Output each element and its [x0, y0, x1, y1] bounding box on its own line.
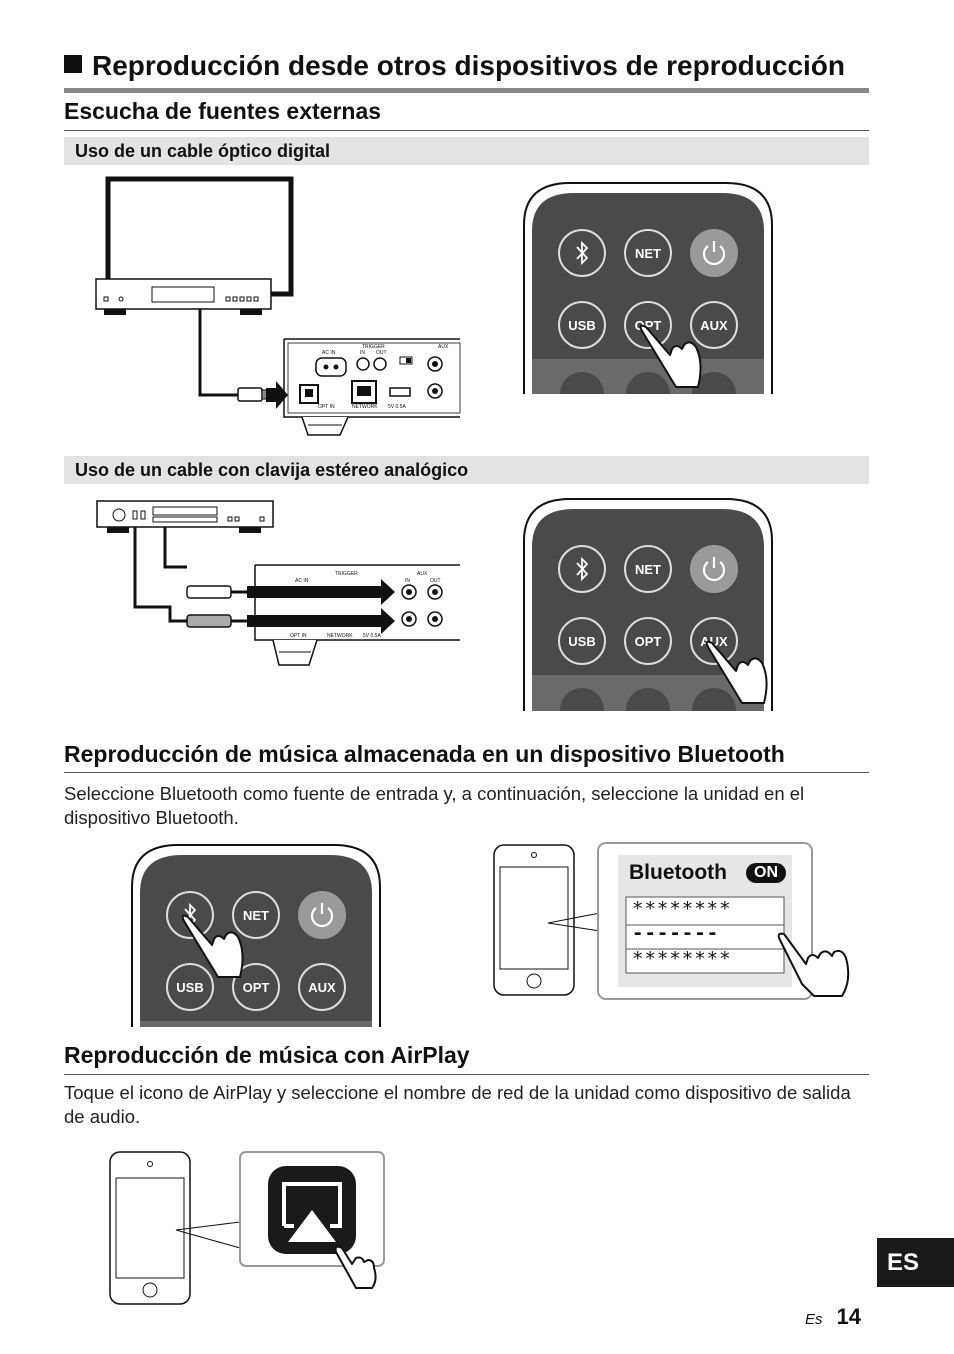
device-list-item[interactable]: ------- — [632, 922, 720, 944]
analog-connection-diagram: AC IN TRIGGER AUX IN OUT OPT IN NETWORK … — [96, 500, 460, 666]
media-player-icon — [95, 278, 272, 315]
svg-text:NET: NET — [635, 246, 661, 261]
svg-text:OUT: OUT — [430, 578, 441, 584]
svg-text:AC IN: AC IN — [295, 578, 309, 584]
heading-bluetooth: Reproducción de música almacenada en un … — [64, 741, 785, 767]
svg-text:AUX: AUX — [417, 571, 428, 577]
usb-button[interactable]: USB — [558, 301, 606, 349]
airplay-diagram — [109, 1151, 385, 1305]
svg-text:IN: IN — [360, 350, 365, 356]
page-title: Reproducción desde otros dispositivos de… — [64, 50, 845, 82]
bluetooth-toggle[interactable]: ON — [746, 863, 786, 883]
svg-text:AUX: AUX — [308, 980, 336, 995]
bluetooth-setting-label: Bluetooth — [629, 861, 727, 884]
tv-icon — [105, 176, 294, 297]
optical-connection-diagram: AC IN TRIGGER IN OUT AUX OPT IN NETWORK … — [95, 176, 461, 436]
bluetooth-button[interactable] — [558, 229, 606, 277]
power-icon — [310, 907, 334, 928]
svg-text:OUT: OUT — [376, 350, 387, 356]
svg-text:5V 0.5A: 5V 0.5A — [363, 633, 381, 639]
svg-text:OPT: OPT — [243, 980, 270, 995]
smartphone-icon — [493, 844, 575, 996]
subheading-optical: Uso de un cable óptico digital — [64, 137, 869, 165]
power-button[interactable] — [298, 891, 346, 939]
tapping-hand-icon — [777, 932, 850, 997]
tapping-hand-icon — [705, 640, 768, 704]
tapping-hand-icon — [181, 914, 244, 978]
net-button[interactable]: NET — [624, 229, 672, 277]
opt-button[interactable]: OPT — [624, 617, 672, 665]
svg-text:AUX: AUX — [700, 318, 728, 333]
usb-button[interactable]: USB — [558, 617, 606, 665]
svg-text:NET: NET — [635, 562, 661, 577]
subheading-analog: Uso de un cable con clavija estéreo anal… — [64, 456, 869, 484]
remote-control-bluetooth: NET USB OPT AUX — [131, 844, 381, 1027]
svg-text:AUX: AUX — [438, 344, 449, 350]
airplay-body: Toque el icono de AirPlay y seleccione e… — [64, 1082, 851, 1127]
bluetooth-icon — [184, 902, 197, 928]
usb-button[interactable]: USB — [166, 963, 214, 1011]
svg-text:USB: USB — [176, 980, 203, 995]
remote-control-optical: NET USB OPT AUX — [523, 182, 773, 394]
svg-text:NETWORK: NETWORK — [352, 404, 378, 410]
panel-label-ac-in: AC IN — [322, 350, 336, 356]
svg-text:NETWORK: NETWORK — [327, 633, 353, 639]
svg-text:5V 0.5A: 5V 0.5A — [388, 404, 406, 410]
svg-text:OPT IN: OPT IN — [318, 404, 335, 410]
square-bullet-icon — [64, 55, 82, 73]
bluetooth-button[interactable] — [558, 545, 606, 593]
svg-text:NET: NET — [243, 908, 269, 923]
svg-text:OPT IN: OPT IN — [290, 633, 307, 639]
svg-text:IN: IN — [405, 578, 410, 584]
opt-button[interactable]: OPT — [624, 301, 672, 349]
power-button[interactable] — [690, 229, 738, 277]
power-icon — [702, 561, 726, 582]
panel-label-trigger: TRIGGER — [362, 344, 385, 350]
device-list-item[interactable]: ******** — [632, 948, 732, 970]
airplay-icon[interactable] — [268, 1166, 356, 1254]
opt-button[interactable]: OPT — [232, 963, 280, 1011]
heading-airplay: Reproducción de música con AirPlay — [64, 1042, 470, 1068]
heading-external: Escucha de fuentes externas — [64, 98, 382, 124]
device-list-item[interactable]: ******** — [632, 898, 732, 920]
tapping-hand-icon — [639, 324, 702, 388]
net-button[interactable]: NET — [624, 545, 672, 593]
svg-text:USB: USB — [568, 318, 595, 333]
net-button[interactable]: NET — [232, 891, 280, 939]
divider — [64, 130, 869, 131]
bluetooth-button[interactable] — [166, 891, 214, 939]
smartphone-icon — [109, 1151, 191, 1305]
svg-text:OPT: OPT — [635, 634, 662, 649]
aux-button[interactable]: AUX — [298, 963, 346, 1011]
divider — [64, 772, 869, 773]
bluetooth-body: Seleccione Bluetooth como fuente de entr… — [64, 783, 805, 828]
media-player-icon — [96, 500, 274, 533]
aux-button[interactable]: AUX — [690, 301, 738, 349]
svg-text:TRIGGER: TRIGGER — [335, 571, 358, 577]
bluetooth-icon — [576, 240, 589, 266]
bluetooth-icon — [576, 556, 589, 582]
speaker-rear-panel: AC IN TRIGGER AUX IN OUT OPT IN NETWORK … — [254, 564, 460, 666]
power-icon — [702, 245, 726, 266]
title-rule — [64, 88, 869, 93]
svg-text:USB: USB — [568, 634, 595, 649]
divider — [64, 1074, 869, 1075]
power-button[interactable] — [690, 545, 738, 593]
speaker-rear-panel: AC IN TRIGGER IN OUT AUX OPT IN NETWORK … — [283, 338, 461, 436]
language-tab: ES — [877, 1238, 954, 1287]
